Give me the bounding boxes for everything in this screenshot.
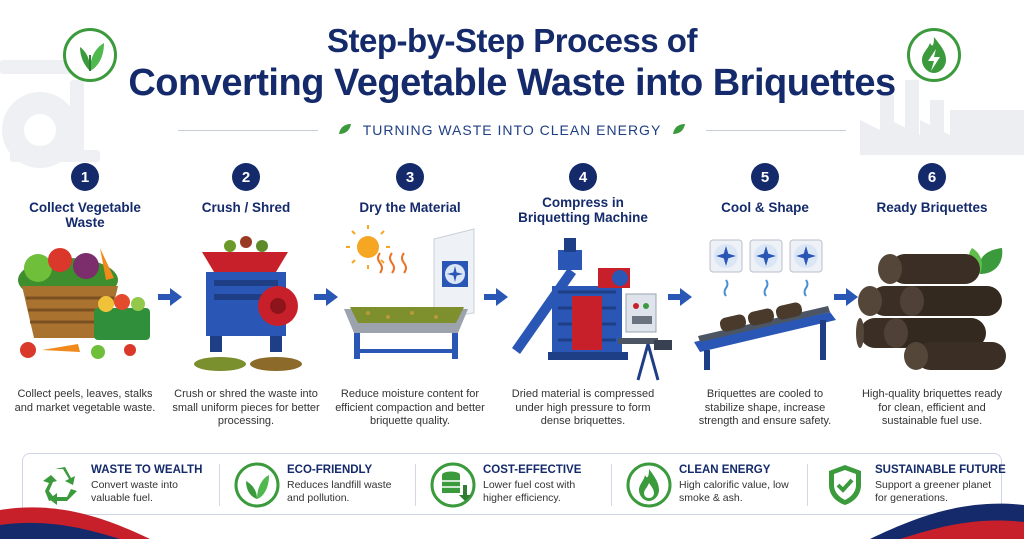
step-title: Crush / Shred xyxy=(201,200,291,215)
flow-arrow xyxy=(668,288,692,306)
step-title: Cool & Shape xyxy=(721,200,809,215)
vegetable-basket-illustration xyxy=(18,248,150,359)
flow-arrow xyxy=(484,288,508,306)
benefit-eco-friendly: ECO-FRIENDLY Reduces landfill waste and … xyxy=(225,454,411,516)
step-description: Collect peels, leaves, stalks and market… xyxy=(14,388,156,414)
step-number: 3 xyxy=(396,163,424,191)
leaf-logo-left xyxy=(63,28,117,82)
briquette-stack-illustration xyxy=(856,248,1006,370)
step-title: Ready Briquettes xyxy=(876,200,988,215)
benefit-description: Reduces landfill waste and pollution. xyxy=(287,479,392,504)
divider-left xyxy=(178,130,318,131)
benefit-title: ECO-FRIENDLY xyxy=(287,464,373,476)
benefit-cost-effective: COST-EFFECTIVE Lower fuel cost with high… xyxy=(421,454,607,516)
step-title: Dry the Material xyxy=(359,200,461,215)
flow-arrow xyxy=(158,288,182,306)
divider xyxy=(219,464,220,506)
benefit-waste-to-wealth: WASTE TO WEALTH Convert waste into valua… xyxy=(29,454,215,516)
benefit-description: High calorific value, low smoke & ash. xyxy=(679,479,789,504)
step-title: Compress in Briquetting Machine xyxy=(518,195,648,225)
sun-icon xyxy=(346,225,390,269)
step-number: 6 xyxy=(918,163,946,191)
divider xyxy=(807,464,808,506)
flow-arrow xyxy=(314,288,338,306)
step-description: High-quality briquettes ready for clean,… xyxy=(861,388,1003,427)
flame-bolt-icon xyxy=(922,37,946,73)
title-line-2: Converting Vegetable Waste into Briquett… xyxy=(128,62,896,104)
flow-arrow xyxy=(834,288,858,306)
step-number: 2 xyxy=(232,163,260,191)
leaf-icon xyxy=(338,124,351,134)
step-number: 1 xyxy=(71,163,99,191)
title-line-1: Step-by-Step Process of xyxy=(327,22,697,59)
benefit-title: COST-EFFECTIVE xyxy=(483,464,582,476)
step-description: Briquettes are cooled to stabilize shape… xyxy=(698,388,832,427)
benefit-title: SUSTAINABLE FUTURE xyxy=(875,464,1006,476)
cooling-conveyor-illustration xyxy=(694,239,836,370)
benefit-description: Support a greener planet for generations… xyxy=(875,479,992,504)
benefit-sustainable-future: SUSTAINABLE FUTURE Support a greener pla… xyxy=(813,454,1006,516)
leaf-icon xyxy=(673,124,686,134)
step-description: Dried material is compressed under high … xyxy=(511,388,655,427)
benefit-title: WASTE TO WEALTH xyxy=(91,464,203,476)
divider-right xyxy=(706,130,846,131)
shredder-machine-illustration xyxy=(194,236,302,371)
flame-icon xyxy=(626,462,672,508)
coins-icon xyxy=(430,462,476,508)
shield-check-icon xyxy=(829,465,861,505)
cooling-fan-icon xyxy=(789,239,823,273)
drying-tray-illustration xyxy=(344,225,475,359)
step-description: Reduce moisture content for efficient co… xyxy=(335,388,485,427)
briquetting-machine-illustration xyxy=(512,238,672,381)
benefit-clean-energy: CLEAN ENERGY High calorific value, low s… xyxy=(617,454,803,516)
benefit-description: Lower fuel cost with higher efficiency. xyxy=(483,479,576,504)
cooling-fan-icon xyxy=(709,239,743,273)
leaf-icon xyxy=(234,462,280,508)
step-number: 4 xyxy=(569,163,597,191)
energy-logo-right xyxy=(907,28,961,82)
divider xyxy=(415,464,416,506)
leaf-icon xyxy=(80,43,104,71)
benefit-title: CLEAN ENERGY xyxy=(679,464,771,476)
step-description: Crush or shred the waste into small unif… xyxy=(172,388,320,427)
divider xyxy=(611,464,612,506)
recycle-icon xyxy=(43,467,77,505)
cooling-fan-icon xyxy=(749,239,783,273)
tagline-text: TURNING WASTE INTO CLEAN ENERGY xyxy=(362,122,662,138)
step-number: 5 xyxy=(751,163,779,191)
step-title: Collect Vegetable Waste xyxy=(29,200,141,230)
benefits-panel: WASTE TO WEALTH Convert waste into valua… xyxy=(22,453,1006,516)
tagline: TURNING WASTE INTO CLEAN ENERGY xyxy=(0,122,1024,138)
benefit-description: Convert waste into valuable fuel. xyxy=(91,479,178,504)
